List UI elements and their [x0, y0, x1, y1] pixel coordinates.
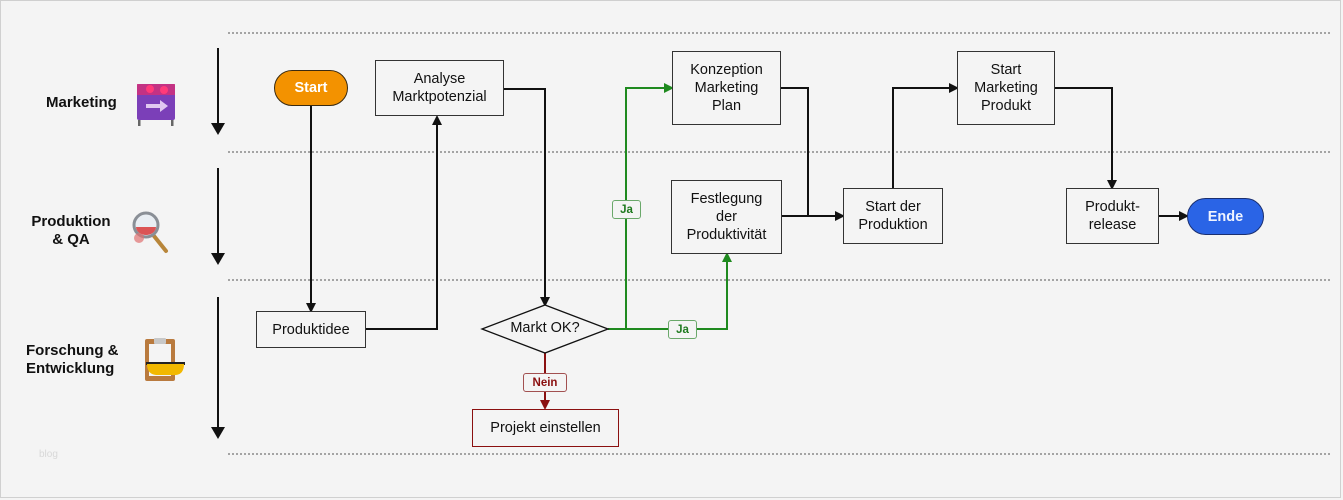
edge-produktidee-analyse: [366, 115, 442, 330]
node-start-der-produktion[interactable]: Start der Produktion: [843, 188, 943, 244]
edge-label-ja-upper: Ja: [612, 200, 641, 219]
edge-label-ja-lower: Ja: [668, 320, 697, 339]
lane-label-produktion-qa: Produktion & QA: [28, 213, 114, 249]
edge-konzeption-startproduktion: [780, 87, 809, 216]
edge-startmarketing-produktrelease: [1054, 87, 1117, 190]
sign-board-icon: [137, 84, 175, 126]
lane-label-forschung: Forschung & Entwicklung: [26, 342, 119, 378]
ende-terminal[interactable]: Ende: [1187, 198, 1264, 235]
edge-startproduktion-startmarketing: [892, 83, 959, 188]
edge-label-nein: Nein: [523, 373, 567, 392]
node-start-marketing-produkt[interactable]: Start Marketing Produkt: [957, 51, 1055, 125]
node-projekt-einstellen[interactable]: Projekt einstellen: [472, 409, 619, 447]
node-festlegung-produktivitaet[interactable]: Festlegung der Produktivität: [671, 180, 782, 254]
node-produktrelease[interactable]: Produkt- release: [1066, 188, 1159, 244]
start-terminal[interactable]: Start: [274, 70, 348, 106]
lane-label-marketing: Marketing: [46, 94, 117, 111]
decision-markt-ok[interactable]: Markt OK?: [510, 320, 580, 336]
magnifier-icon: [132, 211, 168, 253]
lane-label-line: Produktion: [31, 213, 111, 230]
watermark: blog: [39, 449, 58, 460]
edge-analyse-marktok: [504, 88, 550, 307]
node-produktidee[interactable]: Produktidee: [256, 311, 366, 348]
edge-ja-festlegung: [626, 252, 732, 330]
lane-label-line: Forschung &: [26, 342, 119, 359]
node-konzeption-marketing-plan[interactable]: Konzeption Marketing Plan: [672, 51, 781, 125]
decision-markt-ok-shape: [480, 304, 610, 354]
node-analyse-marktpotenzial[interactable]: Analyse Marktpotenzial: [375, 60, 504, 116]
lane-label-line: & QA: [52, 231, 90, 248]
clipboard-icon: [145, 338, 185, 381]
lane-label-line: Entwicklung: [26, 360, 115, 377]
